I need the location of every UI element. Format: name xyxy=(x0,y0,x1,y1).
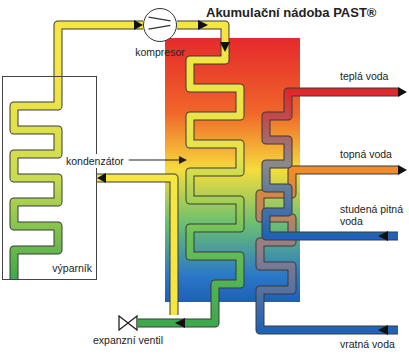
inlet-label: studená pitná voda xyxy=(340,203,406,227)
node-label: expanzní ventil xyxy=(93,334,163,346)
valve-symbol xyxy=(118,315,138,331)
compressor-node: kompresor xyxy=(143,8,177,42)
evaporator-box: výparník xyxy=(2,76,97,280)
outlet-label: topná voda xyxy=(340,148,392,160)
inlet-label: vratná voda xyxy=(340,338,395,350)
pipe-connector xyxy=(58,20,143,76)
outlet-label: teplá voda xyxy=(340,70,388,82)
leader-line xyxy=(129,156,187,164)
flow-arrows xyxy=(175,20,407,335)
pipe-connector xyxy=(97,173,174,315)
compressor-symbol xyxy=(144,9,175,40)
evaporator-coil xyxy=(14,76,58,280)
node-label: kompresor xyxy=(135,46,185,58)
callout-label: kondenzátor xyxy=(64,154,126,168)
expansion-valve: expanzní ventil xyxy=(118,315,138,331)
diagram-title: Akumulační nádoba PAST® xyxy=(206,5,376,20)
node-label: výparník xyxy=(52,262,92,274)
heating-water-coil xyxy=(260,170,398,330)
